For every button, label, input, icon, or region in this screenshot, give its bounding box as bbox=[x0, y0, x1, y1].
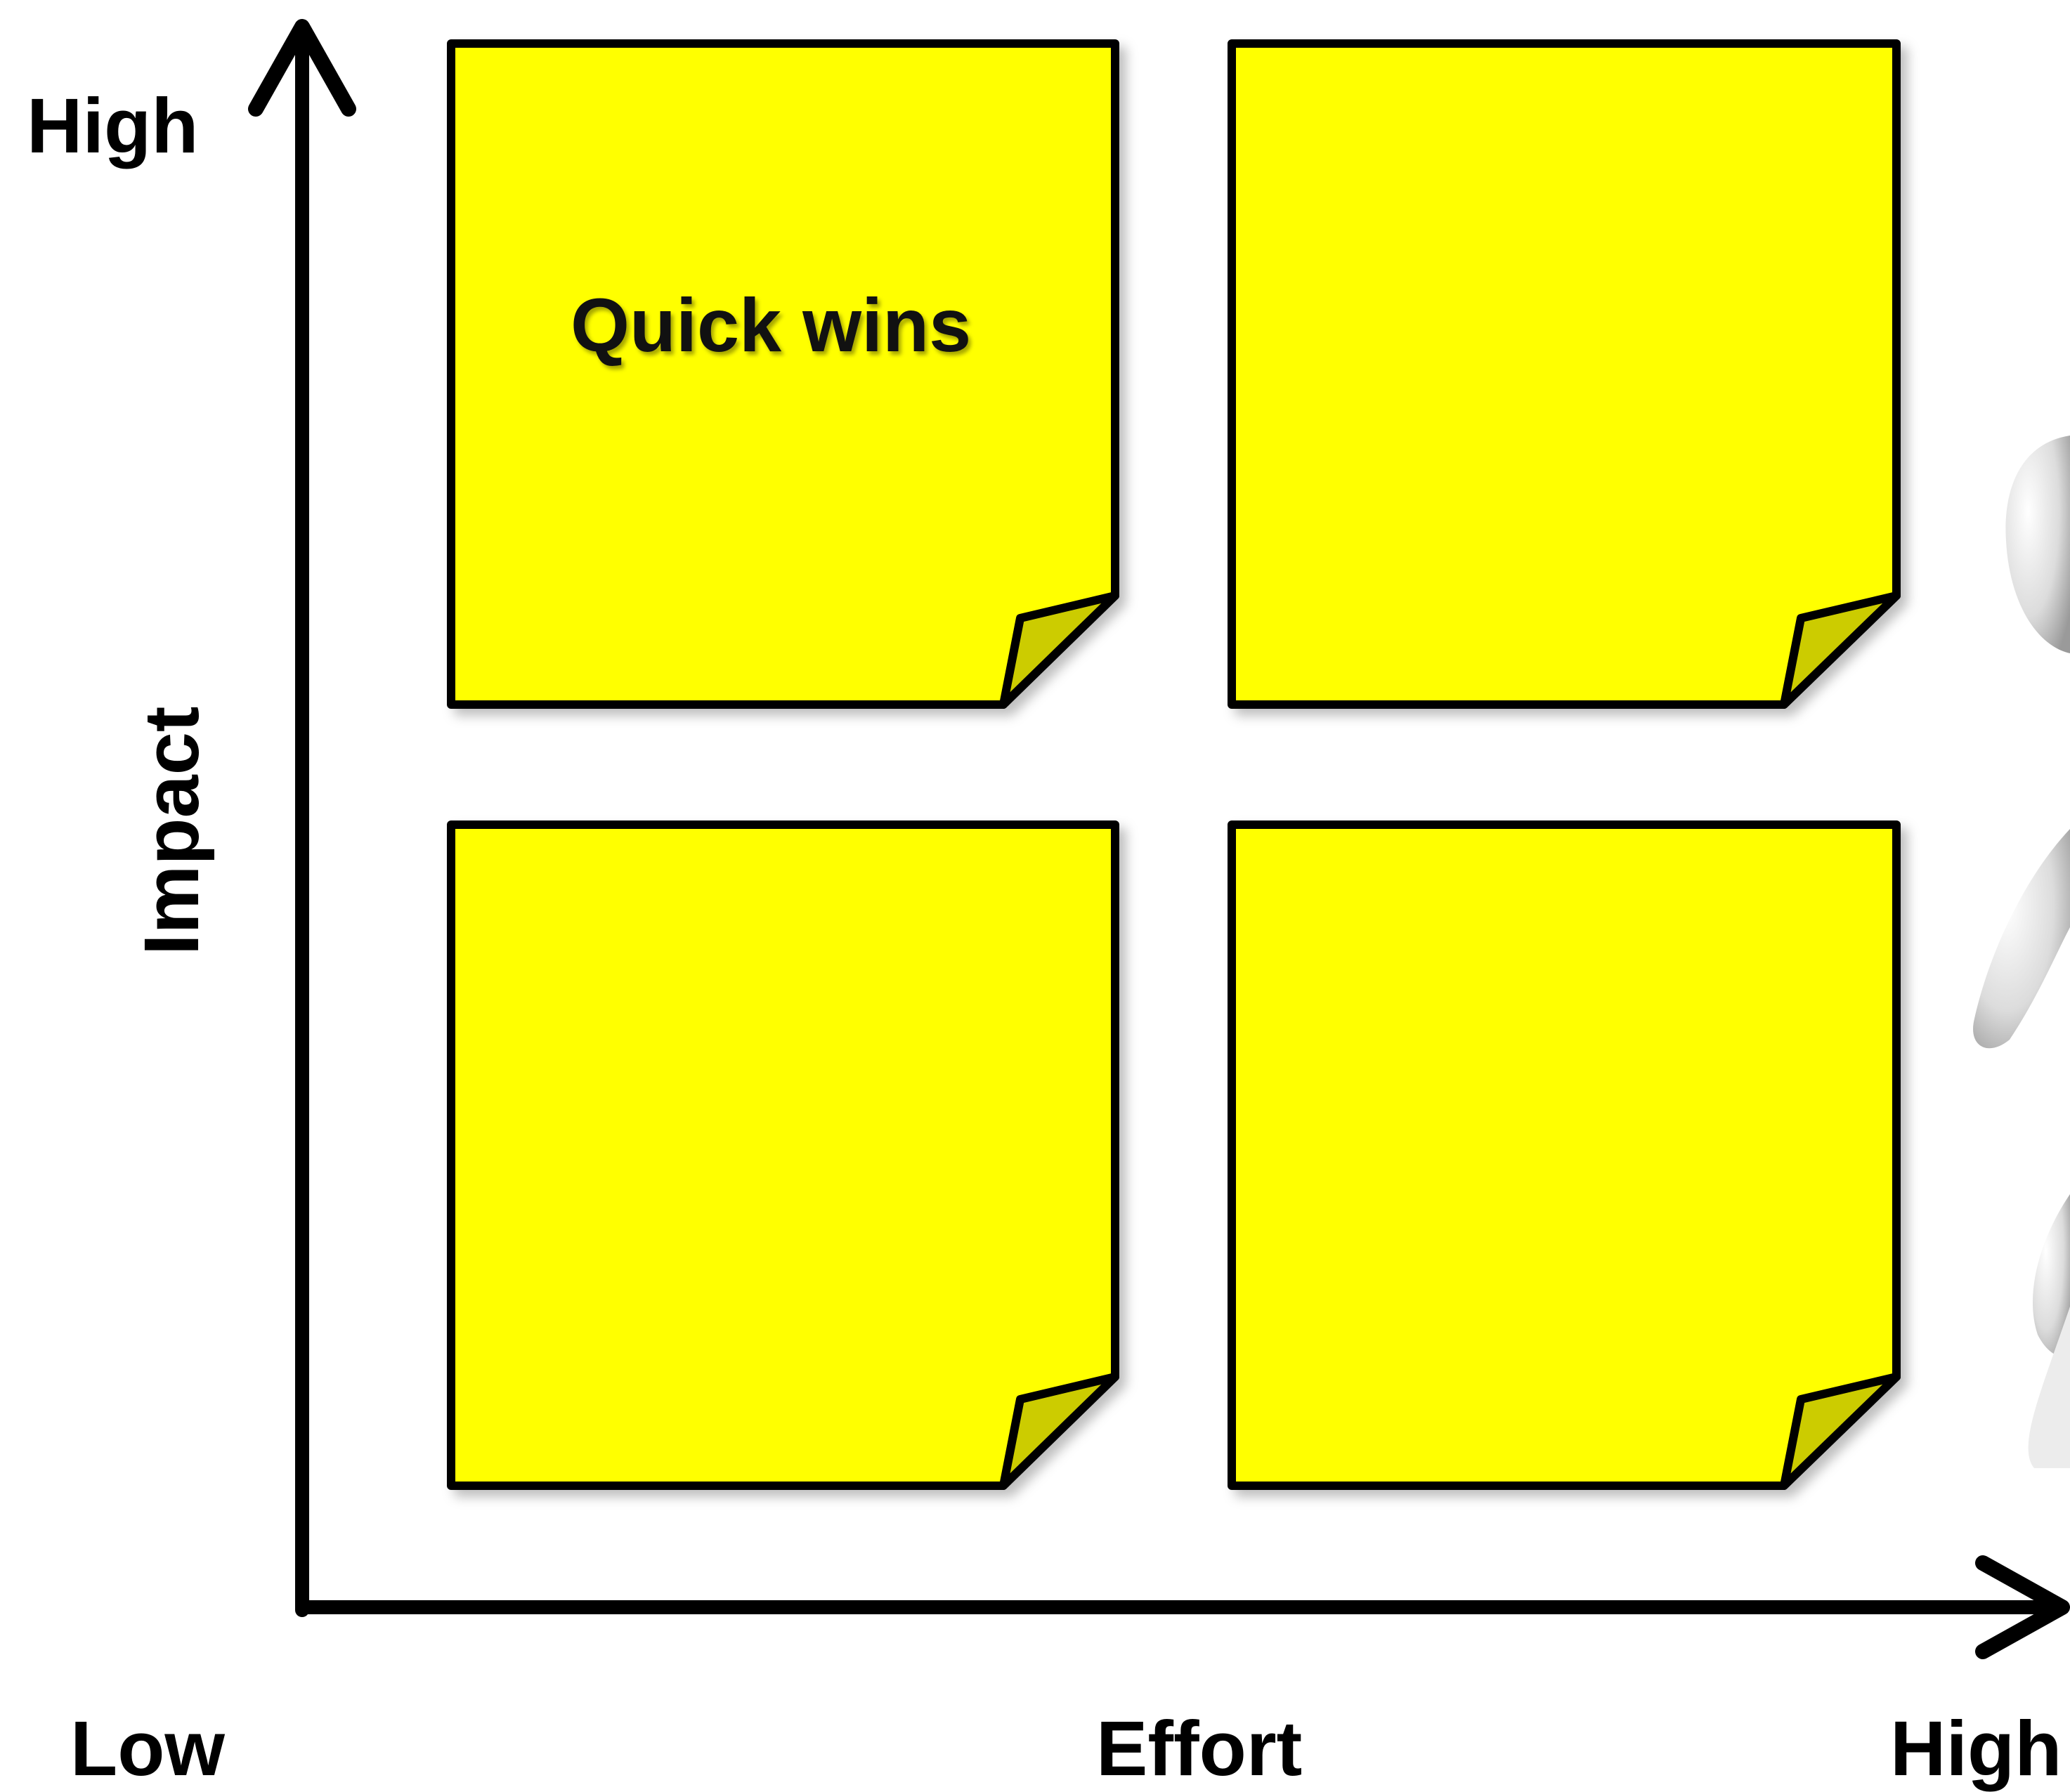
sticky-note-top-left[interactable] bbox=[451, 44, 1115, 705]
x-axis-low-label: Low bbox=[70, 1711, 225, 1788]
sticky-note-top-right[interactable] bbox=[1232, 44, 1896, 705]
y-axis-arrow bbox=[256, 27, 349, 1610]
sticky-note-bottom-right[interactable] bbox=[1232, 825, 1896, 1486]
x-axis-arrow bbox=[302, 1563, 2062, 1652]
x-axis-label: Effort bbox=[1096, 1711, 1302, 1788]
quadrant-label-top-left: Quick wins bbox=[571, 281, 971, 369]
y-axis-high-label: High bbox=[27, 88, 198, 165]
y-axis-label: Impact bbox=[134, 706, 211, 955]
x-axis-high-label: High bbox=[1890, 1711, 2062, 1788]
figure-icon bbox=[1973, 436, 2070, 1468]
sticky-note-bottom-left[interactable] bbox=[451, 825, 1115, 1486]
